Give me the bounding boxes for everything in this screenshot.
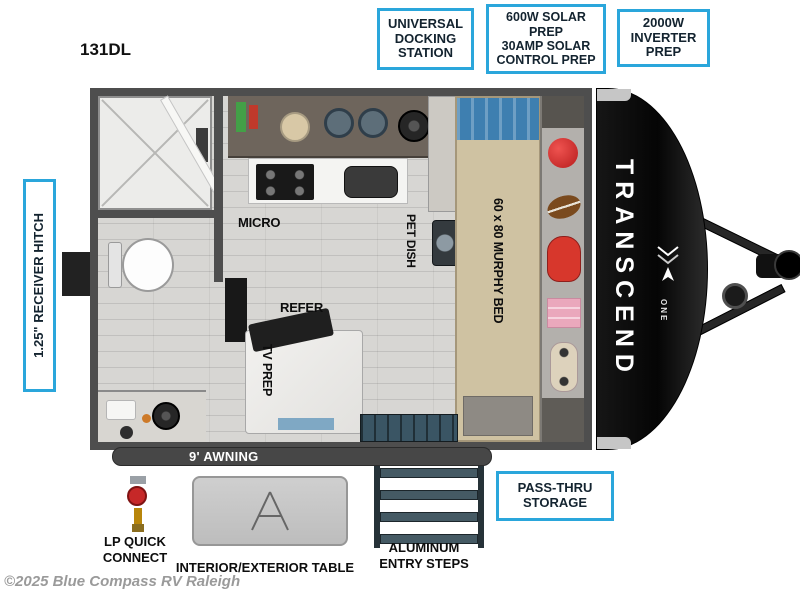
dealer-watermark: ©2025 Blue Compass RV Raleigh <box>4 573 241 590</box>
model-number: 131DL <box>80 40 132 59</box>
table-leg-icon <box>251 491 289 531</box>
step-rail <box>478 464 484 548</box>
tongue-jack-wheel <box>722 283 748 309</box>
bed-base <box>463 396 533 436</box>
toilet-tank <box>108 242 122 288</box>
step-tread <box>380 468 478 478</box>
step-rail <box>374 464 380 548</box>
callout-solar-prep: 600W SOLAR PREP 30AMP SOLAR CONTROL PREP <box>486 4 606 74</box>
cooktop <box>256 164 314 200</box>
cutting-board-item <box>236 102 246 132</box>
callout-universal-docking-station: UNIVERSAL DOCKING STATION <box>377 8 474 70</box>
step-tread <box>380 534 478 544</box>
solar-line-2: 30AMP SOLAR <box>501 39 591 53</box>
tv-prep-label: TV PREP <box>260 344 274 397</box>
table-label: INTERIOR/EXTERIOR TABLE <box>175 560 355 575</box>
exterior-component <box>62 252 90 296</box>
toilet <box>122 238 174 292</box>
trailer-body: 60 x 80 MURPHY BED MICRO REFER PET DISH … <box>90 88 592 450</box>
micro-label: MICRO <box>238 215 281 230</box>
cap-trim <box>597 89 631 101</box>
lp-quick-connect-label: LP QUICK CONNECT <box>102 534 168 565</box>
lower-counter <box>248 158 408 204</box>
cap-trim <box>597 437 631 449</box>
transcend-brand-text: TRANSCEND <box>610 159 638 379</box>
brand-wrap: TRANSCEND <box>609 89 638 449</box>
solar-line-3: CONTROL PREP <box>496 53 596 68</box>
entry-steps <box>370 464 488 548</box>
burner <box>398 110 430 142</box>
lower-cabinet <box>542 398 584 442</box>
pantry-cabinet <box>428 96 456 212</box>
valve-knob <box>127 486 147 506</box>
towels-icon <box>547 298 581 328</box>
bathroom-wall <box>98 210 216 218</box>
overhead-cabinet <box>542 96 584 128</box>
refer-label: REFER <box>280 300 324 315</box>
vanity-sink <box>152 402 180 430</box>
cutting-board-item <box>249 105 258 129</box>
vanity <box>98 390 206 442</box>
solar-line-1: 600W SOLAR PREP <box>506 10 586 39</box>
awning-label: 9' AWNING <box>189 449 259 464</box>
awning-bar: 9' AWNING <box>112 447 492 466</box>
valve-stem <box>134 508 142 524</box>
cabinet-accent <box>278 418 334 430</box>
entry-door <box>360 414 458 442</box>
kitchen-sink-bowl <box>358 108 388 138</box>
callout-receiver-hitch: 1.25" RECEIVER HITCH <box>23 179 56 392</box>
transcend-logo-emblem <box>657 246 679 281</box>
valve-tip <box>132 524 144 532</box>
kitchen-sink-bowl <box>324 108 354 138</box>
boxing-glove-icon <box>547 236 581 282</box>
hitch-ball <box>774 250 800 280</box>
receiver-hitch-text: 1.25" RECEIVER HITCH <box>31 213 47 358</box>
transcend-one-text: ONE <box>659 299 668 323</box>
bedding <box>457 98 539 140</box>
plate <box>280 112 310 142</box>
lp-quick-connect-valve <box>124 476 152 534</box>
murphy-bed: 60 x 80 MURPHY BED <box>455 96 541 442</box>
vanity-item <box>120 426 133 439</box>
bathroom-cabinet <box>225 278 247 342</box>
pet-dish-label: PET DISH <box>404 214 418 268</box>
football-icon <box>544 191 584 223</box>
picnic-table <box>192 476 348 546</box>
ball-icon <box>548 138 578 168</box>
front-cap: TRANSCEND ONE <box>596 88 708 450</box>
bathroom-wall <box>214 96 223 282</box>
step-tread <box>380 512 478 522</box>
range-sink <box>344 166 398 198</box>
callout-passthru-storage: PASS-THRU STORAGE <box>496 471 614 521</box>
kitchen-counter <box>228 96 432 158</box>
skateboard-icon <box>550 342 578 392</box>
callout-inverter-prep: 2000W INVERTER PREP <box>617 9 710 67</box>
vanity-tray <box>106 400 136 420</box>
vanity-item <box>142 414 151 423</box>
wardrobe <box>540 96 584 442</box>
step-tread <box>380 490 478 500</box>
murphy-bed-label: 60 x 80 MURPHY BED <box>491 198 505 324</box>
entry-steps-label: ALUMINUM ENTRY STEPS <box>379 540 469 571</box>
valve-bracket <box>130 476 146 484</box>
